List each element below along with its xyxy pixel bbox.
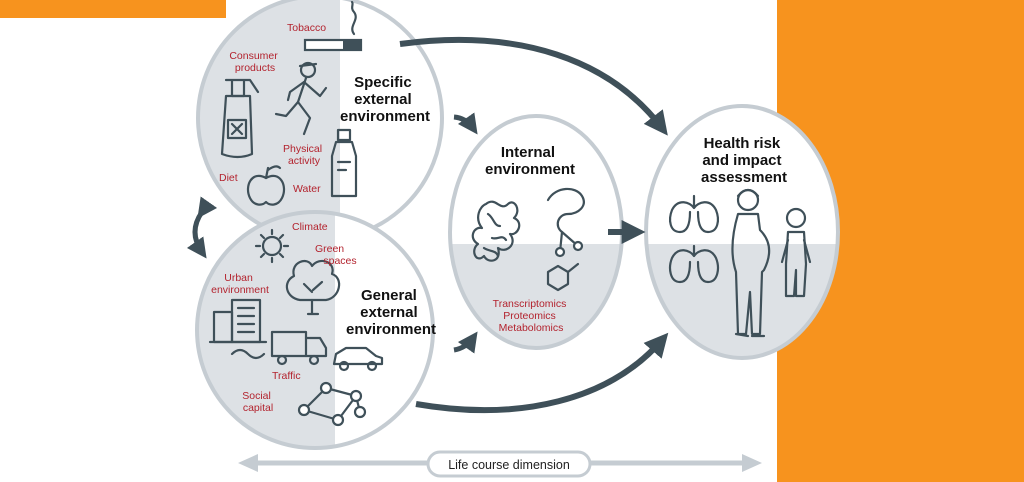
arrow-specific-to-health [399, 36, 668, 136]
tree-icon [285, 259, 341, 316]
child-icon [780, 207, 812, 298]
label-diet: Diet [219, 172, 238, 184]
arrow-general-to-health [415, 332, 669, 414]
general-title: General external environment [346, 287, 436, 338]
arrow-specific-general-exchange [186, 196, 218, 259]
health-title: Health risk and impact assessment [701, 135, 787, 186]
buildings-icon [208, 298, 268, 344]
car-icon [332, 346, 384, 372]
label-tobacco: Tobacco [287, 22, 326, 34]
spray-bottle-icon [220, 78, 260, 159]
label-physical-activity: Physical activity [283, 143, 325, 167]
orange-top-bar [0, 0, 226, 18]
life-course-arrow [238, 450, 762, 478]
internal-title: Internal environment [485, 144, 575, 178]
label-green-spaces: Green spaces [315, 243, 357, 267]
arrow-general-to-internal [453, 331, 478, 354]
water-bottle-icon [330, 128, 358, 198]
pregnant-woman-icon [731, 188, 771, 338]
specific-title: Specific external environment [340, 74, 430, 125]
cigarette-icon [303, 0, 363, 52]
truck-icon [230, 330, 328, 366]
apple-icon [246, 165, 286, 206]
protein-icon [471, 200, 521, 262]
runner-icon [274, 61, 328, 136]
sun-icon [254, 228, 290, 264]
network-icon [297, 381, 367, 427]
molecule-icon [546, 187, 585, 292]
omics-labels: Transcriptomics Proteomics Metabolomics [493, 298, 570, 334]
label-urban-environment: Urban environment [211, 272, 269, 296]
arrow-specific-to-internal [453, 112, 478, 135]
label-traffic: Traffic [272, 370, 301, 382]
label-water: Water [293, 183, 321, 195]
life-course-label: Life course dimension [448, 458, 570, 472]
label-climate: Climate [292, 221, 328, 233]
lungs-icon [669, 194, 719, 284]
label-social-capital: Social capital [242, 390, 274, 414]
label-consumer-products: Consumer products [229, 50, 280, 74]
